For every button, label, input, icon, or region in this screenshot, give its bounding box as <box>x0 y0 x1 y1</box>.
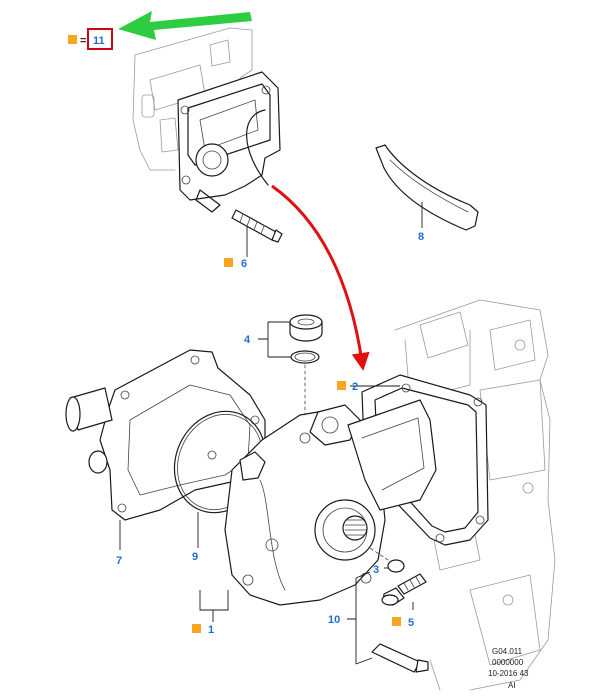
sealant-tube-part-10 <box>371 643 429 673</box>
callout-7[interactable]: 7 <box>116 555 122 567</box>
reference-code: G04.011 0000000 10-2016 43 AI <box>488 647 529 690</box>
callout-1[interactable]: 1 <box>208 624 214 636</box>
header-callout: = 11 <box>68 11 252 50</box>
pump-body-part-1 <box>224 399 437 606</box>
callout-6[interactable]: 6 <box>241 258 247 270</box>
equals-sign: = <box>80 35 86 47</box>
bolt-part-5 <box>381 573 427 606</box>
marker-square-icon <box>337 381 346 390</box>
cover-plate-part-7 <box>65 349 266 521</box>
washer-part-3 <box>369 547 405 573</box>
highlight-box <box>87 28 113 50</box>
reference-code-line-2: 0000000 <box>492 658 524 667</box>
callout-8[interactable]: 8 <box>418 231 424 243</box>
red-arrow-icon <box>271 184 370 371</box>
reference-code-line-4: AI <box>508 681 516 690</box>
gasket-strip-part-8 <box>375 144 479 231</box>
reference-code-line-1: G04.011 <box>492 647 523 656</box>
callout-4[interactable]: 4 <box>244 334 251 346</box>
callout-9[interactable]: 9 <box>192 551 198 563</box>
callout-labels: 6 8 4 2 7 9 3 1 5 10 <box>116 231 424 636</box>
bolt-part-6 <box>231 209 283 243</box>
reference-code-line-3: 10-2016 43 <box>488 669 529 678</box>
cap-part-4 <box>289 314 323 416</box>
marker-square-icon <box>224 258 233 267</box>
callout-2[interactable]: 2 <box>352 381 358 393</box>
marker-square-icon <box>192 624 201 633</box>
leader-lines <box>119 202 423 665</box>
marker-square-icon <box>68 35 77 44</box>
marker-square-icon <box>392 617 401 626</box>
green-arrow-icon <box>118 11 252 40</box>
callout-10[interactable]: 10 <box>328 614 340 626</box>
callout-3[interactable]: 3 <box>373 564 379 576</box>
upper-pump-assembly <box>177 71 281 213</box>
callout-5[interactable]: 5 <box>408 617 414 629</box>
callout-11[interactable]: 11 <box>93 35 105 47</box>
